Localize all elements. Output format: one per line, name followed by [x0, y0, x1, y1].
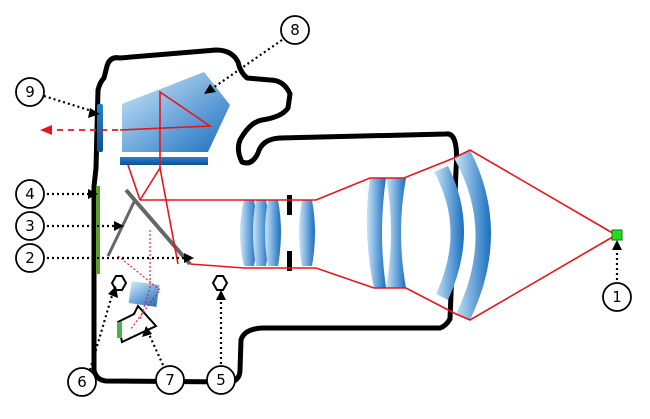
callout-label: 3: [25, 217, 35, 235]
callout-label: 1: [612, 288, 622, 306]
af-point-sensor: [110, 275, 128, 291]
callout-label: 8: [290, 21, 300, 39]
callout-9: 9: [15, 77, 45, 107]
light-rays: [119, 90, 617, 321]
dotted-rays: [117, 230, 161, 331]
aperture-bottom: [287, 251, 292, 271]
callout-7: 7: [155, 365, 185, 395]
middle-lens-group: [366, 178, 406, 288]
callout-label: 6: [77, 373, 87, 391]
camera-body-outline: [91, 47, 459, 385]
callout-label: 2: [25, 249, 35, 267]
callout-label: 7: [165, 371, 175, 389]
arrow-left-icon: [40, 125, 52, 135]
callout-1: 1: [602, 282, 632, 312]
sub-mirror: [106, 199, 137, 257]
pentaprism: [122, 72, 230, 152]
autofocus-prism: [128, 281, 160, 307]
focusing-screen: [120, 157, 208, 165]
callout-2: 2: [15, 243, 45, 273]
callout-label: 9: [25, 83, 35, 101]
autofocus-sensor: [117, 322, 122, 338]
callout-leaders: [42, 39, 619, 371]
leader-arrowheads: [88, 84, 622, 337]
callout-5: 5: [206, 365, 236, 395]
eyepiece-lens: [97, 104, 103, 152]
rear-lens-group: [240, 200, 315, 266]
callout-3: 3: [15, 211, 45, 241]
image-sensor: [96, 186, 100, 274]
callout-8: 8: [280, 15, 310, 45]
main-mirror: [124, 188, 192, 266]
metering-sensor: [211, 275, 229, 291]
aperture-top: [287, 195, 292, 215]
callout-6: 6: [67, 367, 97, 397]
callout-4: 4: [15, 179, 45, 209]
autofocus-module: [116, 304, 158, 344]
callout-label: 4: [25, 185, 35, 203]
callout-label: 5: [216, 371, 226, 389]
subject-point: [611, 229, 623, 241]
front-lens-group: [434, 150, 491, 320]
